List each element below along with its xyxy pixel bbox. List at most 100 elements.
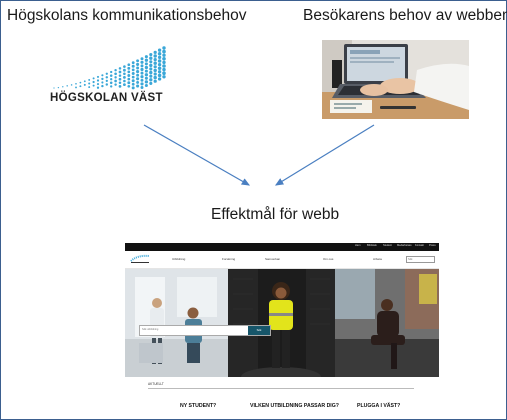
logo-dot (114, 79, 117, 83)
logo-dot (153, 65, 157, 69)
logo-dot (83, 80, 86, 83)
nav-item[interactable]: Utbildning (172, 257, 186, 261)
cta-new-student[interactable]: NY STUDENT? (180, 403, 217, 409)
logo-dot (123, 79, 126, 83)
logo-dot (101, 74, 104, 77)
aktuellt-label: AKTUELLT (148, 382, 164, 386)
logo-dot (149, 81, 153, 85)
logo-dot (162, 60, 166, 65)
logo-dot (101, 77, 104, 81)
topbar-link[interactable]: Medarbetare (397, 244, 412, 247)
logo-dot (144, 80, 149, 84)
logo-dot (140, 60, 144, 64)
logo-dot (96, 79, 100, 82)
topbar-link[interactable]: Student (383, 244, 392, 247)
logo-dot (83, 83, 86, 86)
topbar-link[interactable]: Press (429, 244, 436, 247)
logo-dot (79, 81, 82, 84)
logo-dot (136, 80, 140, 84)
logo-dot (127, 70, 131, 74)
logo-dot (136, 84, 140, 88)
logo-dot (114, 83, 117, 86)
logo-dot (144, 73, 149, 77)
logo-dot (144, 65, 149, 70)
logo-dot (140, 78, 144, 82)
hero-search[interactable]: Sök utbildning Sök (139, 325, 271, 336)
logo-dot (127, 84, 131, 88)
logo-dot (131, 72, 135, 75)
logo-dot (79, 85, 82, 88)
logo-dot (92, 84, 95, 87)
logo-wordmark: HÖGSKOLAN VÄST (50, 92, 163, 104)
logo-dot (140, 86, 144, 89)
logo-dot (105, 76, 109, 79)
hero-search-button[interactable]: Sök (248, 326, 270, 335)
logo-dot (96, 75, 100, 78)
logo-dot (157, 62, 162, 67)
topbar-link[interactable]: Bibliotek (367, 244, 377, 247)
logo-dot (110, 78, 113, 81)
logo-dot (157, 77, 162, 81)
logo-dot (140, 64, 144, 68)
logo-dot (157, 59, 162, 63)
logo-dot (131, 64, 135, 68)
logo-dot (118, 81, 122, 85)
logo-dot (127, 74, 131, 77)
nav-item[interactable]: Forskning (222, 257, 236, 261)
logo-dot (153, 79, 157, 83)
logo-dot (123, 65, 126, 68)
logo-dot (131, 75, 135, 79)
cta-study-in-vast[interactable]: PLUGGA I VÄST? (357, 403, 401, 409)
site-topbar: Hem Bibliotek Student Medarbetare Kontak… (125, 243, 439, 251)
logo-dot (75, 86, 77, 89)
logo-dot (149, 56, 153, 60)
nav-item[interactable]: Samverkan (265, 257, 281, 261)
logo-dot (123, 83, 126, 86)
logo-dot (162, 46, 166, 50)
logo-dot (162, 49, 166, 54)
logo-dot (153, 61, 157, 65)
logo-dot (96, 83, 100, 86)
logo-dot (140, 67, 144, 72)
nav-item[interactable]: Om oss (323, 257, 334, 261)
hero-search-placeholder: Sök utbildning (142, 328, 159, 331)
logo-dot (149, 53, 153, 57)
logo-dot (153, 68, 157, 73)
hero-image-lab (125, 269, 228, 377)
logo-dot (92, 77, 95, 80)
logo-dot (118, 77, 122, 81)
label-university-needs: Högskolans kommunikationsbehov (7, 7, 247, 24)
logo-dot (149, 67, 153, 71)
logo-dot (149, 60, 153, 64)
cta-which-education[interactable]: VILKEN UTBILDNING PASSAR DIG? (250, 403, 339, 409)
logo-dot (131, 82, 135, 86)
logo-dot (153, 72, 157, 76)
logo-dot (144, 58, 149, 62)
logo-dot (105, 79, 108, 83)
logo-dot (127, 63, 131, 67)
logo-dot (105, 72, 108, 75)
logo-dot (88, 86, 91, 89)
logo-dot (136, 66, 140, 70)
logo-dot (105, 83, 109, 86)
label-web-goals: Effektmål för webb (211, 206, 340, 223)
logo-dot (144, 76, 148, 80)
logo-dot (140, 71, 144, 75)
site-search-input[interactable]: Sök (406, 256, 435, 263)
logo-dot (149, 74, 153, 78)
logo-dot (114, 68, 117, 72)
topbar-link[interactable]: Hem (355, 244, 361, 247)
logo-dot (92, 80, 95, 84)
topbar-link[interactable]: Kontakt (415, 244, 424, 247)
logo-dot (114, 72, 117, 76)
logo-dot (144, 55, 148, 59)
logo-dot (131, 86, 135, 90)
site-logo-icon (130, 254, 150, 263)
logo-dot (157, 52, 162, 56)
logo-dot (114, 76, 117, 79)
logo-dot (140, 82, 144, 86)
logo-dot (157, 70, 162, 74)
logo-dot (136, 77, 140, 81)
nav-item[interactable]: Arbeta (373, 257, 382, 261)
site-bottom-section: AKTUELLT NY STUDENT? VILKEN UTBILDNING P… (125, 377, 439, 418)
